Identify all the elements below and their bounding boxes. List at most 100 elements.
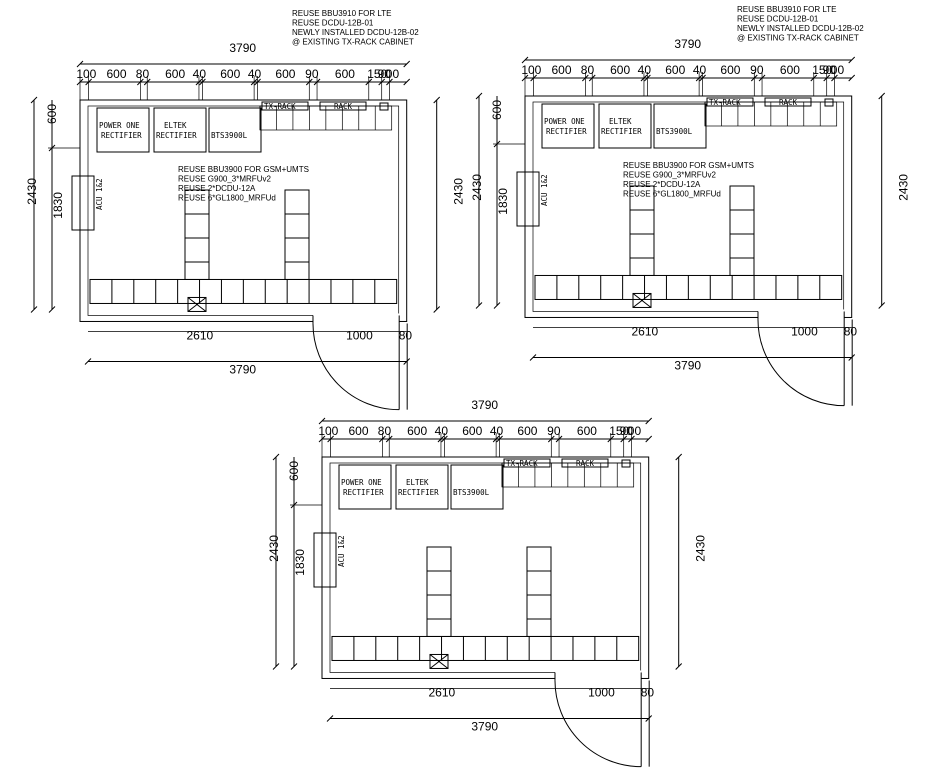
dim-1000: 1000	[791, 324, 818, 338]
dim-segment: 100	[521, 63, 541, 77]
dim-height-right: 2430	[694, 535, 708, 562]
dim-segment: 90	[750, 63, 764, 77]
dim-segment: 600	[665, 63, 685, 77]
dim-segment: 600	[220, 67, 240, 81]
dim-tick	[30, 96, 38, 104]
feeder-window	[187, 296, 207, 312]
cable-tray-vertical	[284, 189, 310, 280]
small-rack	[379, 102, 389, 111]
dim-tick	[272, 663, 280, 670]
dim-tick	[326, 715, 334, 722]
dim-tick	[84, 358, 92, 365]
outer-wall	[321, 456, 650, 679]
dim-segment: 90	[305, 67, 319, 81]
rack	[764, 97, 812, 107]
dim-height-left: 2430	[267, 535, 281, 562]
dim-segment: 40	[193, 67, 207, 81]
eltek-rectifier	[153, 107, 207, 153]
dim-segment: 600	[335, 67, 355, 81]
bts3900l-cabinet	[208, 107, 262, 153]
dim-segment: 600	[780, 63, 800, 77]
dim-segment: 600	[462, 424, 482, 438]
dim-1830: 1830	[51, 192, 65, 219]
dim-tick	[878, 302, 886, 309]
dim-segment: 80	[581, 63, 595, 77]
dim-segment: 600	[517, 424, 537, 438]
dim-1830: 1830	[293, 549, 307, 576]
dim-600: 600	[45, 104, 59, 124]
dim-tick	[475, 302, 483, 309]
outer-wall	[79, 99, 408, 322]
tx-rack-label: TX-RACK	[264, 102, 296, 111]
acu-label: ACU 1&2	[540, 174, 549, 206]
dim-1000: 1000	[588, 685, 615, 699]
door-swing-arc	[757, 319, 845, 407]
dim-tick	[645, 715, 653, 722]
dim-segment: 90	[547, 424, 561, 438]
dim-bottom-width: 3790	[229, 362, 256, 376]
dim-600: 600	[287, 461, 301, 481]
eltek-label: ELTEK	[609, 117, 632, 126]
dim-segment: 100	[76, 67, 96, 81]
dim-tick	[493, 302, 501, 309]
dim-tick	[645, 435, 653, 443]
dim-total-width: 3790	[471, 398, 498, 412]
dim-1000: 1000	[346, 328, 373, 342]
rack-label: RACK	[779, 98, 798, 107]
dim-tick	[878, 92, 886, 100]
rack-label: RACK	[334, 102, 353, 111]
note-top-line: NEWLY INSTALLED DCDU-12B-02	[737, 24, 864, 33]
dim-segment: 150	[367, 67, 387, 81]
dim-segment: 40	[248, 67, 262, 81]
note-mid-line: REUSE BBU3900 FOR GSM+UMTS	[623, 161, 754, 170]
dim-tick	[645, 417, 653, 425]
acu-label: ACU 1&2	[337, 535, 346, 567]
outer-wall	[524, 95, 853, 318]
note-mid-line: REUSE 2*DCDU-12A	[623, 180, 701, 189]
door-opening	[554, 670, 642, 681]
dim-80: 80	[399, 328, 413, 342]
dim-1830: 1830	[496, 188, 510, 215]
feeder-window-x	[632, 293, 652, 308]
dim-segment: 600	[106, 67, 126, 81]
note-mid-line: REUSE G900_3*MRFUv2	[178, 175, 271, 184]
power-one-label: RECTIFIER	[101, 131, 142, 140]
note-top-line: REUSE BBU3910 FOR LTE	[292, 9, 391, 18]
note-mid-line: REUSE 6*GL1800_MRFUd	[178, 194, 276, 203]
acu-unit	[313, 532, 337, 588]
dim-80: 80	[844, 324, 858, 338]
note-top-line: @ EXISTING TX-RACK CABINET	[292, 38, 414, 47]
rack-label: RACK	[576, 459, 595, 468]
dim-segment: 100	[318, 424, 338, 438]
dim-height-left: 2430	[25, 178, 39, 205]
dim-tick	[521, 56, 529, 64]
note-top-line: NEWLY INSTALLED DCDU-12B-02	[292, 28, 419, 37]
dim-tick	[475, 92, 483, 100]
dim-segment: 600	[165, 67, 185, 81]
dim-segment: 600	[551, 63, 571, 77]
dim-segment: 600	[577, 424, 597, 438]
dim-tick	[318, 417, 326, 425]
dim-tick	[272, 453, 280, 461]
dim-bottom-width: 3790	[674, 358, 701, 372]
note-top-line: REUSE DCDU-12B-01	[292, 19, 374, 28]
feeder-window	[429, 653, 449, 669]
bts3900l-label: BTS3900L	[211, 131, 248, 140]
dim-segment: 150	[609, 424, 629, 438]
dim-height-right: 2430	[897, 174, 911, 201]
dim-segment: 00	[628, 424, 642, 438]
eltek-rectifier	[598, 103, 652, 149]
cable-tray-vertical	[184, 189, 210, 280]
note-mid-line: REUSE BBU3900 FOR GSM+UMTS	[178, 165, 309, 174]
dim-segment: 40	[638, 63, 652, 77]
small-rack	[824, 98, 834, 107]
dim-segment: 00	[386, 67, 400, 81]
note-mid-line: REUSE 2*DCDU-12A	[178, 184, 256, 193]
dim-bottom-width: 3790	[471, 719, 498, 733]
eltek-label: RECTIFIER	[156, 131, 197, 140]
eltek-label: ELTEK	[406, 478, 429, 487]
note-mid-line: REUSE 6*GL1800_MRFUd	[623, 190, 721, 199]
dim-segment: 600	[720, 63, 740, 77]
dim-segment: 80	[136, 67, 150, 81]
